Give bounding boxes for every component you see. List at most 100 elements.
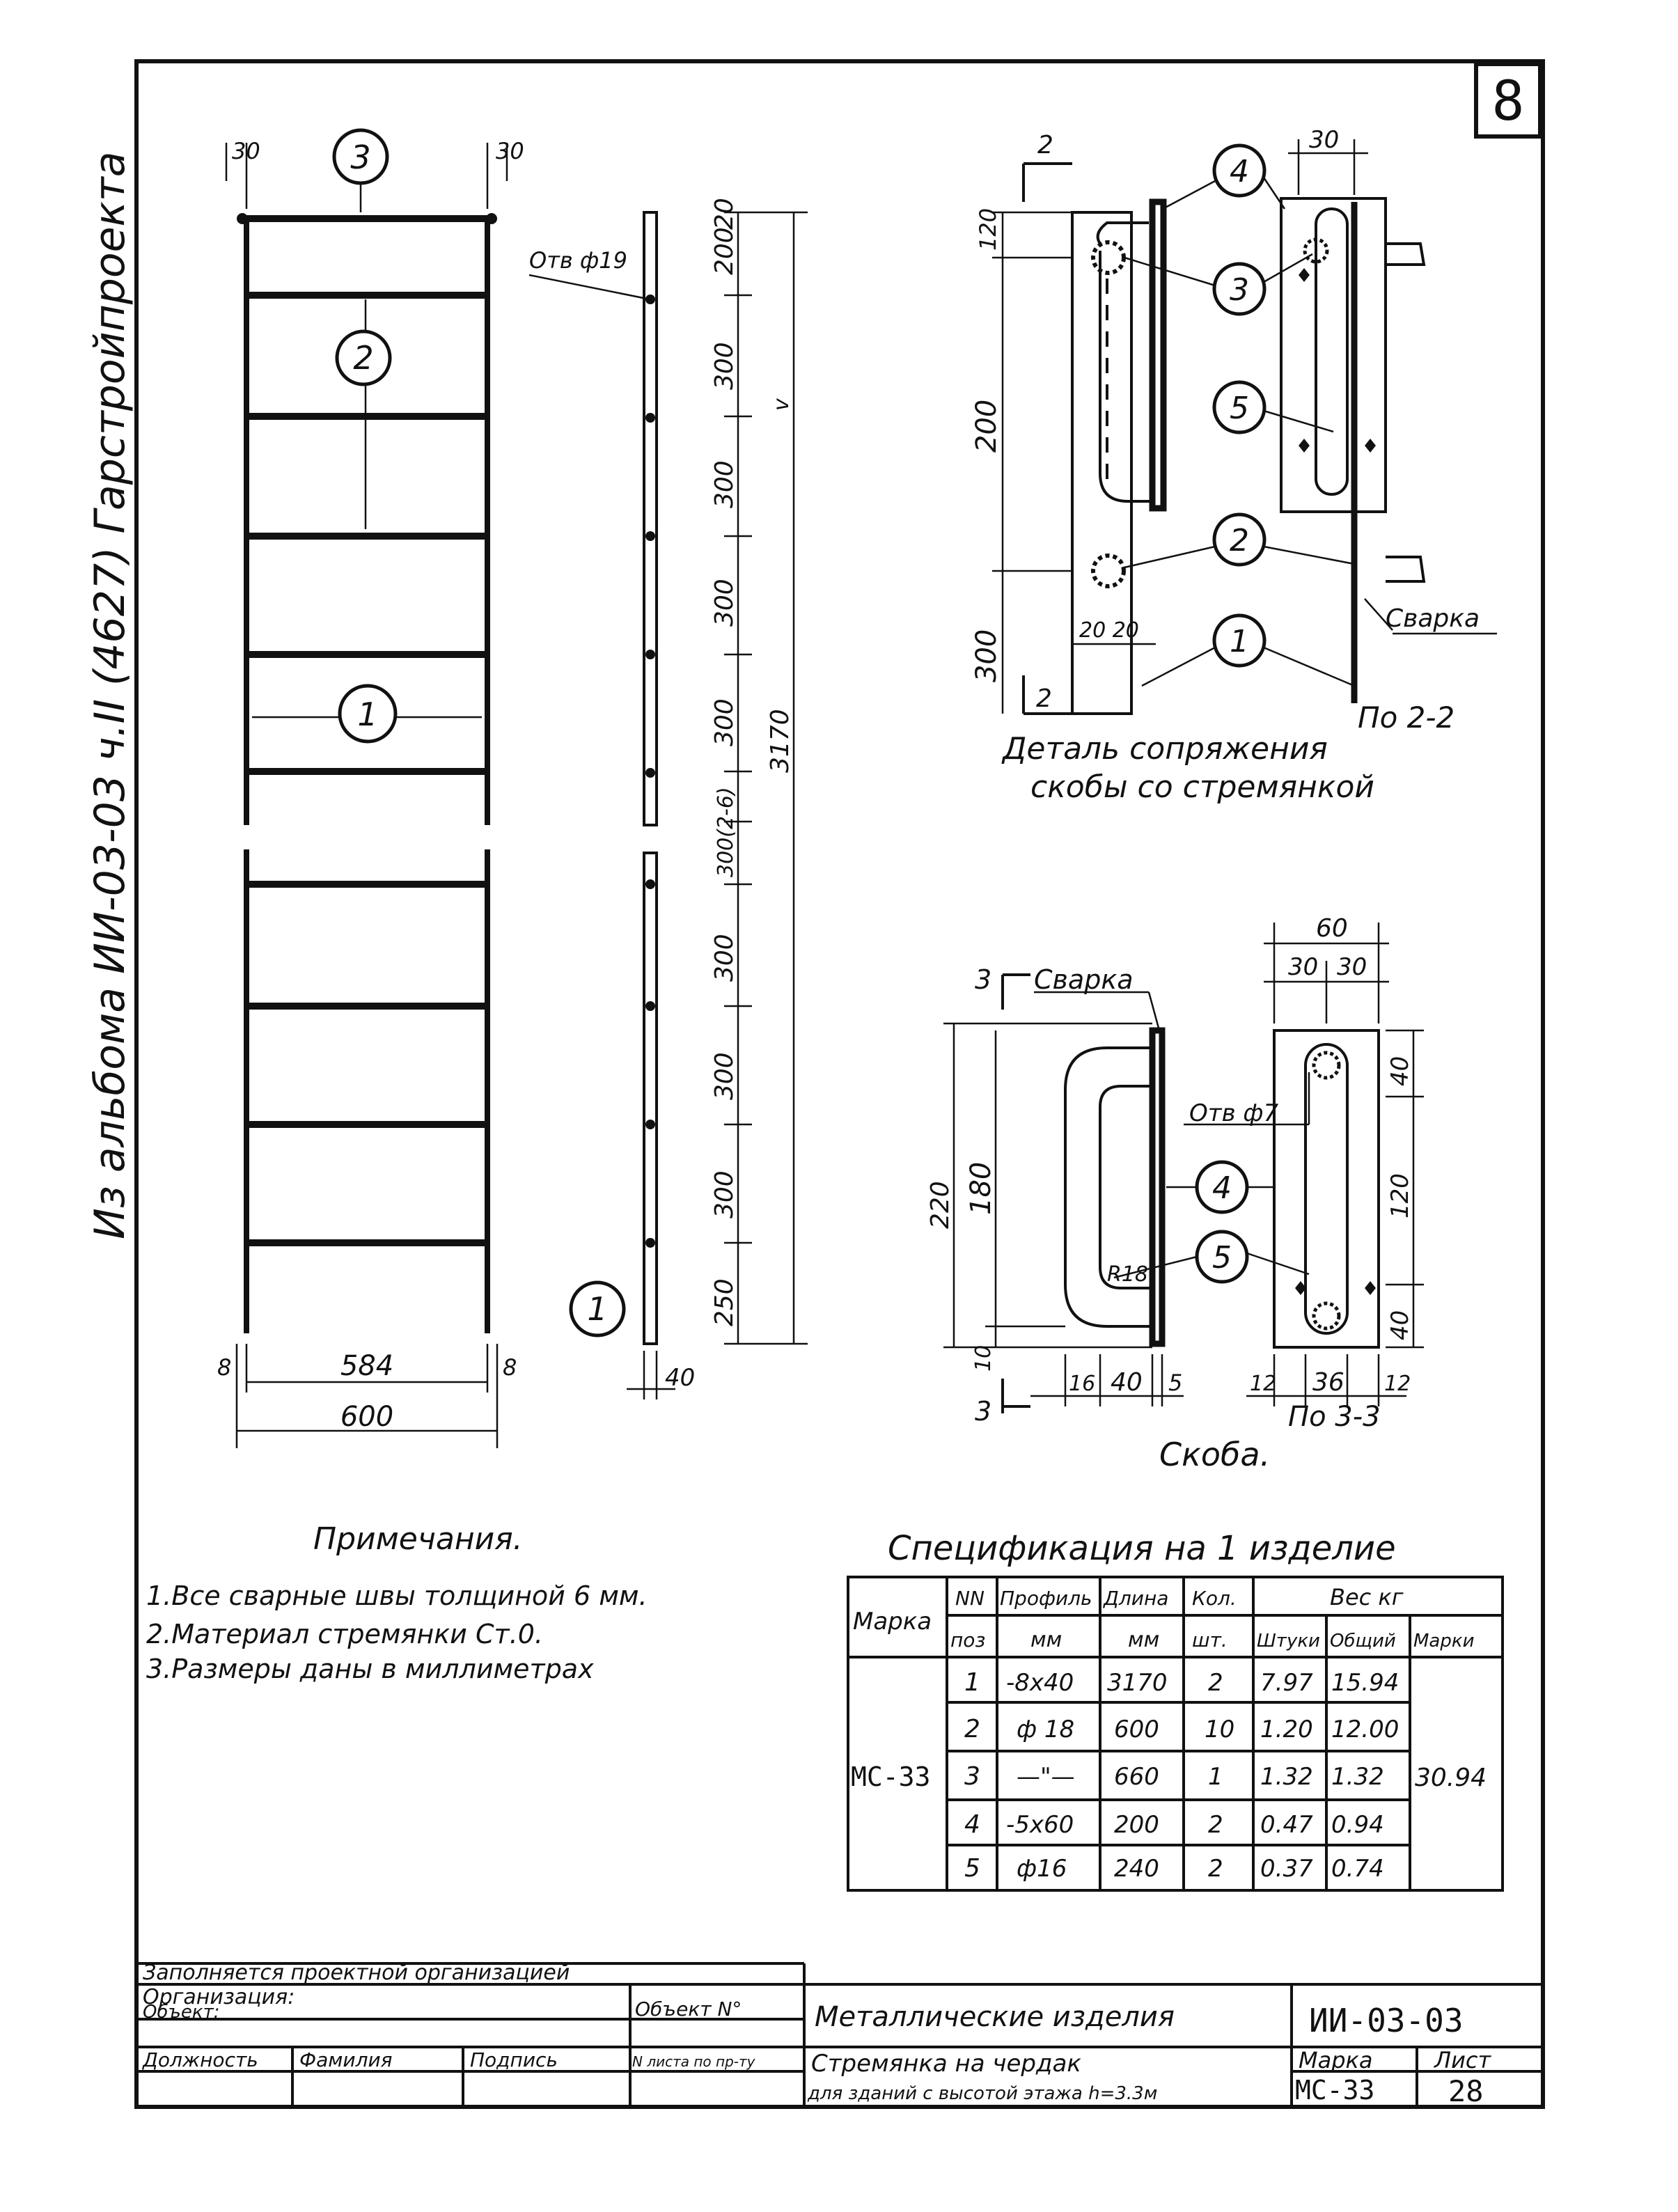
spec-cell-profile: -5x60 (1006, 1811, 1074, 1839)
bracket-weld-label: Сварка (1034, 964, 1134, 995)
section-mark-top: 2 (1037, 131, 1053, 159)
dim-side-2: 300 (710, 342, 739, 390)
dim-side-7: 300 (710, 934, 739, 982)
callout-side-pos-1 (569, 1280, 626, 1338)
bracket-hole-label: Отв ф7 (1189, 1099, 1278, 1127)
callout-joint-pos-5-label: 5 (1230, 391, 1249, 426)
tb-title: Металлические изделия (815, 2001, 1175, 2033)
dim-bracket-right-mid: 120 (1386, 1173, 1414, 1218)
spec-cell-w-piece: 0.37 (1260, 1855, 1313, 1883)
dim-joint-left-mid: 200 (971, 400, 1003, 453)
dim-side-6: 300(2-6) (714, 787, 738, 877)
dim-side-5: 300 (710, 698, 739, 746)
dim-bracket-p3: 12 (1384, 1372, 1411, 1396)
detail-bracket-view: 3 Сварка 3 220 180 10 16 40 5 R18 Отв ф7 (926, 914, 1424, 1473)
spec-col-profile-bot: мм (1030, 1628, 1062, 1652)
callout-bracket-pos-4-label: 4 (1212, 1170, 1232, 1206)
dim-side-total: 3170 (766, 709, 794, 773)
note-3: 3.Размеры даны в миллиметрах (146, 1654, 594, 1684)
dim-bracket-b3: 5 (1168, 1370, 1182, 1396)
spec-cell-profile: -8x40 (1006, 1669, 1074, 1697)
dim-inner-width: 584 (340, 1350, 393, 1382)
bracket-section-mark-bottom: 3 (975, 1396, 991, 1427)
tb-album-code: ИИ-03-03 (1309, 2002, 1464, 2039)
spec-mark-weight: 30.94 (1415, 1764, 1487, 1792)
dim-joint-bottom: 20 20 (1079, 618, 1139, 643)
tb-object-label: Объект: (143, 2002, 219, 2023)
spec-cell-pos: 1 (964, 1668, 980, 1697)
spec-col-length-bot: мм (1128, 1628, 1159, 1652)
callout-pos-2-label: 2 (353, 339, 373, 377)
bracket-section-mark-top: 3 (975, 964, 991, 995)
spec-cell-w-total: 1.32 (1331, 1763, 1384, 1791)
table-row: 4 -5x60 200 2 0.47 0.94 (964, 1810, 1384, 1839)
spec-cell-w-total: 0.74 (1331, 1855, 1384, 1883)
spec-cell-w-piece: 0.47 (1260, 1811, 1313, 1839)
weld-rosette-icon (1091, 240, 1126, 275)
spec-col-w-piece: Штуки (1257, 1631, 1320, 1652)
dim-top-left: 30 (232, 138, 260, 164)
spec-cell-qty: 2 (1208, 1811, 1223, 1839)
tb-sheet-value: 28 (1448, 2074, 1484, 2108)
spec-cell-pos: 3 (964, 1762, 980, 1791)
spec-col-pos-bot: поз (950, 1629, 985, 1652)
callout-bracket-pos-5-label: 5 (1212, 1240, 1232, 1276)
table-row: 3 —"— 660 1 1.32 1.32 (964, 1762, 1384, 1791)
tb-mark-label: Марка (1299, 2047, 1372, 2073)
spec-cell-profile: ф 18 (1017, 1716, 1074, 1743)
notes-block: Примечания. 1.Все сварные швы толщиной 6… (146, 1521, 648, 1684)
spec-cell-qty: 2 (1208, 1855, 1223, 1883)
spec-col-pos-top: NN (955, 1587, 985, 1610)
callout-joint-pos-3 (1212, 262, 1267, 316)
note-1: 1.Все сварные швы толщиной 6 мм. (146, 1580, 648, 1611)
spec-cell-length: 660 (1114, 1763, 1159, 1791)
section-mark-bottom: 2 (1036, 684, 1052, 713)
dim-side-9: 300 (710, 1170, 739, 1218)
spec-cell-qty: 1 (1208, 1763, 1223, 1791)
tb-desc-line1: Стремянка на чердак (811, 2050, 1081, 2078)
dim-bracket-b2: 40 (1111, 1368, 1143, 1397)
spec-cell-pos: 4 (964, 1810, 980, 1839)
tb-fill-note: Заполняется проектной организацией (143, 1961, 570, 1985)
dim-joint-left-top: 120 (975, 208, 1001, 251)
callout-joint-pos-5 (1212, 380, 1267, 434)
spec-cell-w-total: 15.94 (1331, 1669, 1399, 1697)
dim-bottom-left: 8 (217, 1354, 231, 1381)
note-2: 2.Материал стремянки Ст.0. (146, 1619, 543, 1649)
joint-weld-label: Сварка (1386, 604, 1480, 633)
spec-cell-w-piece: 7.97 (1260, 1669, 1313, 1697)
table-row: 1 -8x40 3170 2 7.97 15.94 (964, 1668, 1399, 1697)
dim-bracket-right-top: 40 (1386, 1056, 1414, 1086)
tb-position-label: Должность (141, 2048, 258, 2071)
dim-side-8: 300 (710, 1052, 739, 1100)
tb-object-no-label: Объект N° (635, 1998, 742, 2021)
spec-cell-profile: —"— (1017, 1763, 1075, 1791)
tb-surname-label: Фамилия (299, 2048, 393, 2071)
dim-joint-left-bottom: 300 (971, 629, 1003, 682)
tb-sheet-no-label: N листа по пр-ту (632, 2053, 756, 2070)
dim-bracket-top-b: 30 (1337, 953, 1367, 981)
dim-bracket-p1: 12 (1250, 1372, 1276, 1396)
dim-side-10: 250 (710, 1278, 739, 1326)
tb-signature-label: Подпись (470, 2048, 558, 2071)
spec-col-w-mark: Марки (1413, 1631, 1474, 1652)
spec-cell-qty: 10 (1205, 1716, 1234, 1743)
tb-desc-line2: для зданий с высотой этажа h=3.3м (807, 2083, 1157, 2104)
spec-col-weight: Вес кг (1330, 1584, 1404, 1610)
sheet-number-box: 8 (1474, 62, 1542, 139)
table-row: 5 ф16 240 2 0.37 0.74 (964, 1854, 1384, 1883)
dim-side-bottom: 40 (665, 1364, 695, 1392)
dim-side-3: 300 (710, 460, 739, 508)
spec-table-border (847, 1576, 1504, 1892)
dim-bracket-inner: 180 (965, 1162, 997, 1215)
spec-mark-value: МС-33 (851, 1762, 930, 1792)
callout-pos-1-label: 1 (357, 696, 377, 733)
spec-cell-w-total: 12.00 (1331, 1716, 1399, 1743)
dim-bracket-bottom-left: 10 (971, 1345, 996, 1372)
spec-cell-length: 3170 (1107, 1669, 1168, 1697)
dim-side-4: 300 (710, 579, 739, 627)
hole-label: Отв ф19 (529, 247, 627, 274)
dim-bracket-b1: 16 (1069, 1372, 1095, 1396)
spec-col-qty-bot: шт. (1192, 1629, 1228, 1652)
